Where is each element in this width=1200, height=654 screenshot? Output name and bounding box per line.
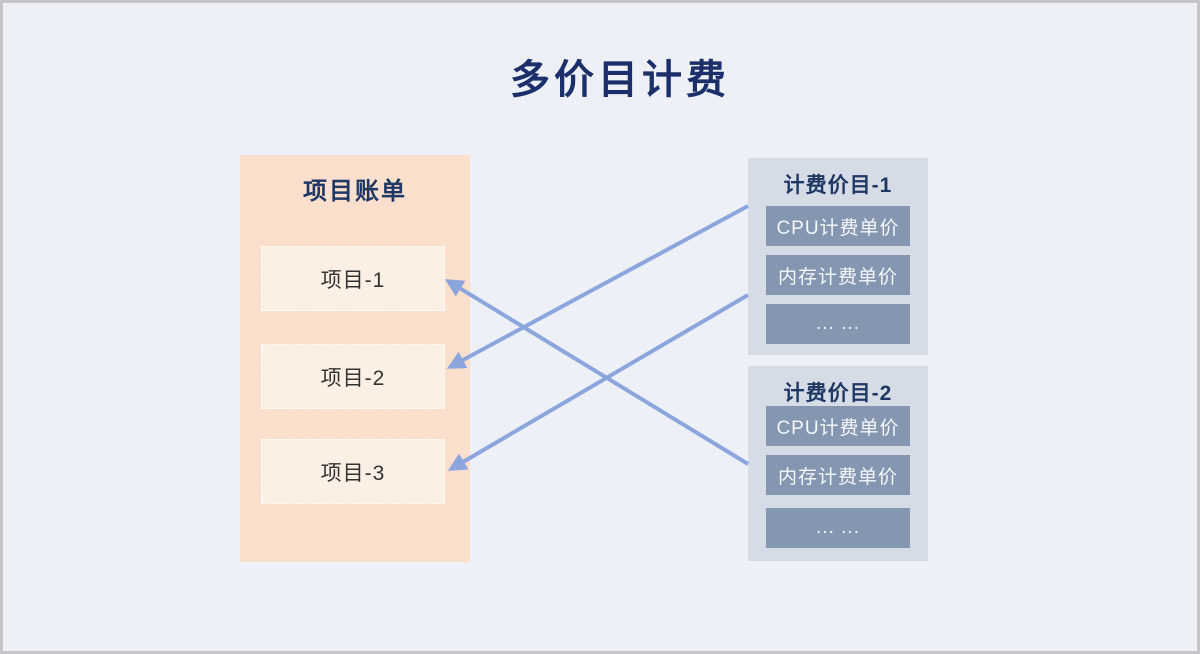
price-list-1-header: 计费价目-1 (783, 174, 893, 197)
connector-arrow (444, 279, 750, 466)
project-item-3: 项目-3 (261, 439, 445, 504)
diagram-title: 多价目计费 (510, 58, 730, 102)
price-list-panel-2: 计费价目-2 CPU计费单价 内存计费单价 ... ... (748, 366, 928, 561)
project-item-1: 项目-1 (261, 246, 445, 311)
price-list-2-row-ellipsis: ... ... (766, 508, 910, 548)
price-list-2-header: 计费价目-2 (783, 382, 893, 405)
project-item-2: 项目-2 (261, 344, 445, 409)
price-list-1-row-memory: 内存计费单价 (766, 255, 910, 295)
connector-arrow (447, 293, 750, 471)
price-list-1-row-cpu: CPU计费单价 (766, 206, 910, 246)
project-item-1-label: 项目-1 (320, 268, 386, 292)
project-bill-panel: 项目账单 项目-1 项目-2 项目-3 (240, 155, 470, 562)
price-list-2-row-cpu: CPU计费单价 (766, 406, 910, 446)
price-list-panel-1: 计费价目-1 CPU计费单价 内存计费单价 ... ... (748, 158, 928, 355)
project-bill-header: 项目账单 (303, 178, 407, 205)
connector-arrow (446, 204, 749, 369)
price-list-2-row-memory: 内存计费单价 (766, 455, 910, 495)
price-list-1-row-ellipsis: ... ... (766, 304, 910, 344)
project-item-3-label: 项目-3 (320, 461, 386, 485)
project-item-2-label: 项目-2 (320, 366, 386, 390)
